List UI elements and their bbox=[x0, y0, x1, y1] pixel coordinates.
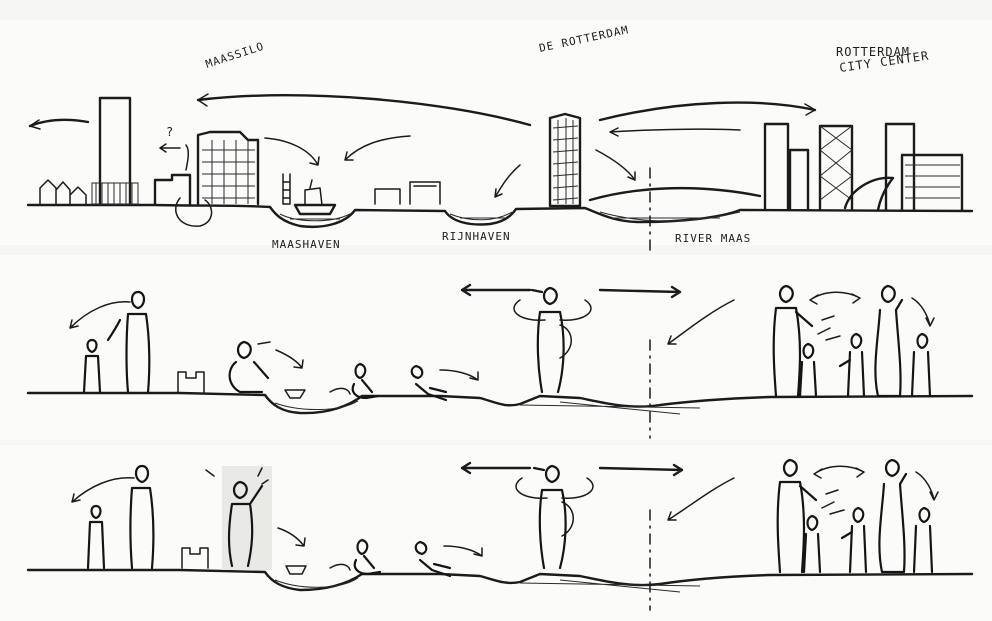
label-rijnhaven: RIJNHAVEN bbox=[442, 230, 511, 243]
label-maashaven: MAASHAVEN bbox=[272, 238, 341, 251]
label-river-maas: RIVER MAAS bbox=[675, 232, 751, 245]
label-question-mark: ? bbox=[166, 125, 174, 139]
